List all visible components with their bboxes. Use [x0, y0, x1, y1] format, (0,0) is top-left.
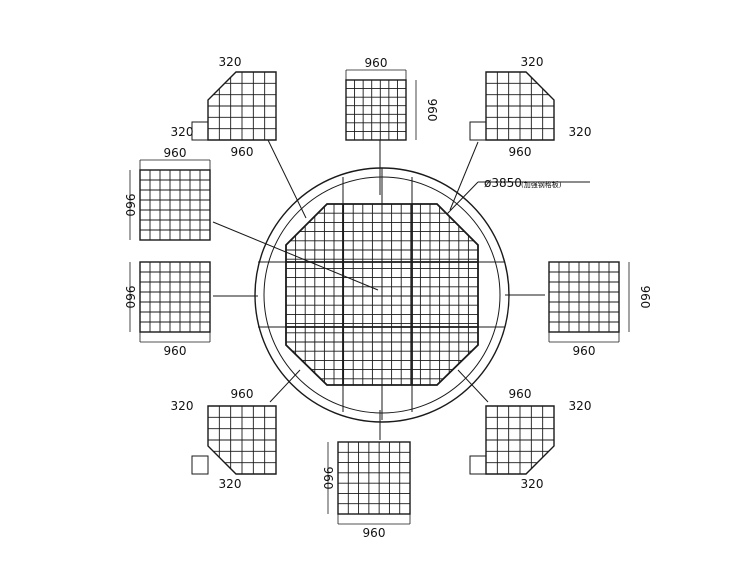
dim-tab-label: 320	[171, 125, 194, 139]
panel-outline	[548, 261, 620, 333]
dim-chamfer-label: 320	[219, 55, 242, 69]
panel-top-left: 320 960 320	[171, 55, 277, 159]
dim-tab-label: 320	[569, 399, 592, 413]
dim-tab-label: 320	[569, 125, 592, 139]
leader-line	[269, 369, 301, 403]
panel-tab	[469, 455, 487, 475]
dim-height-label: 960	[638, 286, 652, 309]
panel-right: 960 960	[548, 261, 652, 358]
panel-top-right: 320 960 320	[469, 55, 592, 159]
panel-bottom: 960 960	[321, 441, 411, 540]
dim-height-label: 960	[321, 467, 335, 490]
dim-chamfer-label: 320	[521, 477, 544, 491]
dim-width-label: 960	[509, 145, 532, 159]
dim-width-label: 960	[509, 387, 532, 401]
panel-outline	[337, 441, 411, 515]
dim-width-label: 960	[573, 344, 596, 358]
panel-left-lower: 960 960	[123, 261, 211, 358]
diameter-label: ø3850	[484, 176, 522, 190]
panel-outline	[139, 169, 211, 241]
dim-tab-label: 320	[171, 399, 194, 413]
dim-width-label: 960	[164, 146, 187, 160]
leader-line	[449, 141, 479, 211]
panel-bottom-right: 320 960 320	[469, 387, 592, 491]
panel-tab	[469, 121, 487, 141]
panel-bottom-left: 320 960 320	[171, 387, 277, 491]
panel-top: 960 960	[345, 56, 439, 141]
dim-height-label: 960	[425, 99, 439, 122]
dim-width-label: 960	[363, 526, 386, 540]
dim-width-label: 960	[365, 56, 388, 70]
panel-tab	[191, 121, 209, 141]
main-platform	[212, 167, 590, 423]
leader-line	[267, 139, 307, 219]
panel-tab	[191, 455, 209, 475]
dim-width-label: 960	[164, 344, 187, 358]
center-leader	[212, 221, 379, 291]
diameter-note: (加强钢格板)	[521, 180, 562, 189]
diameter-callout-leader	[446, 181, 479, 215]
panel-left-upper: 960 960	[123, 146, 211, 241]
dimension-labels: ø3850 (加强钢格板)	[484, 176, 562, 190]
dim-height-label: 960	[123, 194, 137, 217]
octagon-grid	[286, 204, 478, 385]
dim-width-label: 960	[231, 145, 254, 159]
dim-width-label: 960	[231, 387, 254, 401]
dim-height-label: 960	[123, 286, 137, 309]
leader-line	[457, 369, 489, 403]
panel-outline	[139, 261, 211, 333]
grating-panels: 9609609609609609609609609609603209603203…	[123, 55, 652, 540]
dim-chamfer-label: 320	[521, 55, 544, 69]
leader-lines	[213, 139, 545, 440]
dim-chamfer-label: 320	[219, 477, 242, 491]
